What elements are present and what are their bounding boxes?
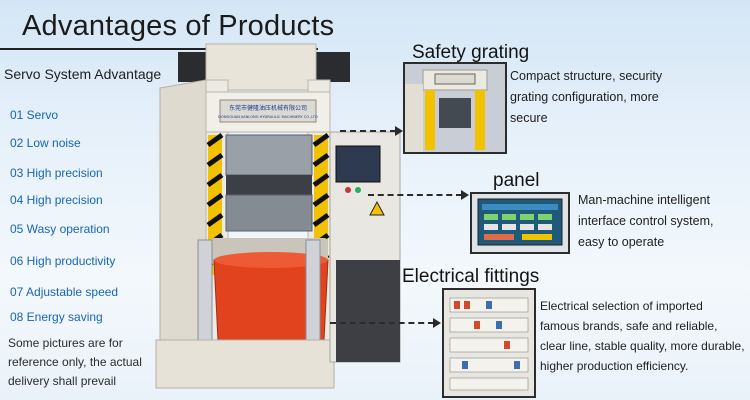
feature-item: 07 Adjustable speed [10,285,119,299]
connector-safety [340,130,396,132]
feature-item: 05 Wasy operation [10,222,110,236]
page-title: Advantages of Products [22,10,335,42]
upper-mold [225,134,313,176]
panel-photo [470,192,570,254]
cabinet-lower [336,260,400,362]
safety-grating-thumbnail [405,64,505,152]
name-plate [219,99,317,123]
warning-sign-icon [369,200,385,216]
feature-item: 03 High precision [10,166,103,180]
arrow-safety-icon [395,126,403,136]
hydraulic-press-image: 东莞市健隆油压机械有限公司 DONGGUAN JIANLONG HYDRAULI… [155,43,401,389]
guide-rod-left [197,239,213,351]
lower-mold [225,194,313,232]
panel-thumbnail [472,194,568,252]
stop-button-icon [345,187,351,193]
electrical-thumbnail [444,290,534,396]
plate-text-cn: 东莞市健隆油压机械有限公司 [229,104,307,112]
disclaimer-note: Some pictures are for reference only, th… [8,336,142,388]
plate-text-en: DONGGUAN JIANLONG HYDRAULIC MACHINERY CO… [218,115,318,119]
mold-gap [226,175,312,195]
machine-base [155,339,335,389]
callout-body-safety: Compact structure, security grating conf… [510,69,663,125]
arrow-electrical-icon [433,318,441,328]
feature-item: 08 Energy saving [10,310,103,324]
feature-item: 06 High productivity [10,254,116,268]
section-subtitle: Servo System Advantage [4,66,162,82]
title-underline [0,48,318,50]
safety-grating-photo [403,62,507,154]
callout-title-electrical: Electrical fittings [402,266,540,287]
guide-rod-right [305,239,321,351]
callout-body-panel: Man-machine intelligent interface contro… [578,193,714,249]
feature-item: 02 Low noise [10,136,81,150]
feature-item: 01 Servo [10,108,59,122]
electrical-photo [442,288,536,398]
arrow-panel-icon [461,190,469,200]
cylinder-top [214,252,328,268]
connector-panel [368,194,462,196]
callout-title-safety: Safety grating [412,42,530,63]
touch-screen [335,145,381,183]
motor-right [310,52,350,82]
connector-electrical [330,322,434,324]
callout-body-electrical: Electrical selection of imported famous … [540,299,745,373]
start-button-icon [355,187,361,193]
callout-title-panel: panel [493,170,540,191]
feature-item: 04 High precision [10,193,103,207]
